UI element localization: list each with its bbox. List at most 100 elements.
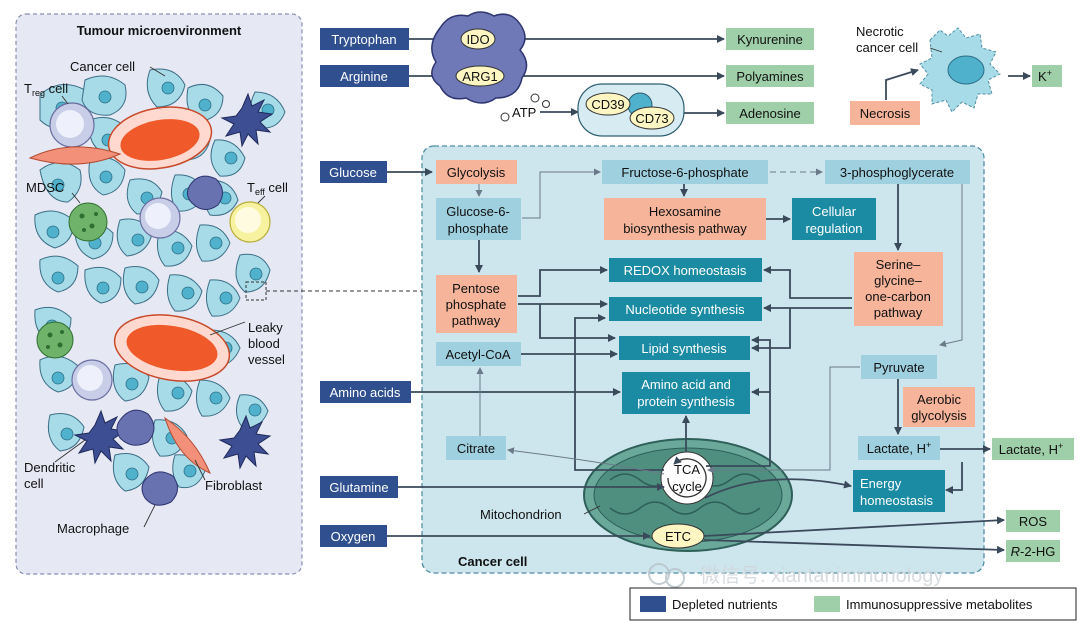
ppp-label-3: pathway bbox=[452, 313, 501, 328]
adenosine-box bbox=[726, 102, 814, 124]
label-mdsc: MDSC bbox=[26, 180, 64, 195]
light-teal-boxes: Glucose-6- phosphate Fructose-6-phosphat… bbox=[436, 160, 970, 460]
glucose-label: Glucose bbox=[329, 165, 377, 180]
cd39-label: CD39 bbox=[591, 97, 624, 112]
necrotic-leader bbox=[929, 47, 943, 53]
teff-cell bbox=[229, 201, 271, 243]
cancer-cell-nuclei bbox=[45, 81, 275, 481]
lactate-in-box bbox=[858, 436, 940, 460]
hexosamine-label-2: biosynthesis pathway bbox=[623, 221, 747, 236]
fibroblasts bbox=[28, 146, 211, 474]
k-label: K+ bbox=[1038, 68, 1052, 84]
etc-label: ETC bbox=[665, 529, 691, 544]
redox-label: REDOX homeostasis bbox=[624, 263, 747, 278]
legend: Depleted nutrients Immunosuppressive met… bbox=[629, 587, 1077, 621]
glutamine-label: Glutamine bbox=[329, 480, 388, 495]
kynurenine-label: Kynurenine bbox=[737, 32, 803, 47]
mito-leader bbox=[583, 505, 601, 515]
acetyl-coa-label: Acetyl-CoA bbox=[445, 347, 510, 362]
salmon-boxes: Necrosis Glycolysis Hexosamine biosynthe… bbox=[436, 101, 975, 427]
mitochondrion-label: Mitochondrion bbox=[480, 507, 562, 522]
leaky-blood-vessel-top bbox=[107, 106, 213, 170]
lactate-out-box bbox=[992, 438, 1074, 460]
hexosamine-box bbox=[604, 198, 766, 240]
tme-leader-lines bbox=[54, 66, 266, 528]
f6p-label: Fructose-6-phosphate bbox=[621, 165, 748, 180]
aerobic-label-2: glycolysis bbox=[911, 408, 967, 423]
atp-label: ATP bbox=[512, 105, 536, 120]
cellular-regulation-label-2: regulation bbox=[805, 221, 862, 236]
label-treg-cell: Treg cell bbox=[24, 81, 68, 98]
citrate-box bbox=[446, 436, 506, 460]
mdsc-cell bbox=[36, 202, 108, 359]
aa-protein-label-1: Amino acid and bbox=[641, 377, 731, 392]
necrotic-label-2: cancer cell bbox=[856, 40, 918, 55]
label-teff-cell: Teff cell bbox=[247, 180, 288, 197]
arg1-label: ARG1 bbox=[462, 69, 497, 84]
ppp-label-1: Pentose bbox=[452, 281, 500, 296]
cd73-node bbox=[629, 106, 675, 130]
cancer-cell-region-label: Cancer cell bbox=[458, 554, 527, 569]
ppp-label-2: phosphate bbox=[446, 297, 507, 312]
glucose-box bbox=[320, 161, 387, 183]
acetyl-coa-box bbox=[436, 342, 521, 366]
lactate-out-label: Lactate, H+ bbox=[999, 441, 1064, 457]
legend-immuno-label: Immunosuppressive metabolites bbox=[846, 597, 1033, 612]
aerobic-box bbox=[903, 387, 975, 427]
zoom-box bbox=[245, 281, 267, 301]
ido-node bbox=[460, 28, 496, 50]
legend-depleted-label: Depleted nutrients bbox=[672, 597, 778, 612]
pyruvate-box bbox=[861, 355, 937, 379]
r2hg-label: R-2-HG bbox=[1011, 544, 1056, 559]
ros-box bbox=[1006, 510, 1060, 532]
label-dendritic-2: cell bbox=[24, 476, 44, 491]
amino-acids-box bbox=[320, 381, 411, 403]
tryptophan-box bbox=[320, 28, 409, 50]
macrophages bbox=[116, 175, 223, 506]
arg1-node bbox=[455, 65, 505, 87]
treg-cell bbox=[49, 102, 95, 148]
lipid-label: Lipid synthesis bbox=[641, 341, 727, 356]
label-fibroblast: Fibroblast bbox=[205, 478, 262, 493]
aa-protein-box bbox=[622, 372, 750, 414]
label-cancer-cell: Cancer cell bbox=[70, 59, 135, 74]
arrows bbox=[387, 35, 1031, 554]
tca-cycle-node bbox=[660, 451, 714, 505]
energy-box bbox=[853, 470, 945, 512]
energy-label-2: homeostasis bbox=[860, 493, 933, 508]
tme-title: Tumour microenvironment bbox=[77, 23, 242, 38]
arginine-box bbox=[320, 65, 409, 87]
adenosine-label: Adenosine bbox=[739, 106, 800, 121]
glycolysis-label: Glycolysis bbox=[447, 165, 506, 180]
nucleotide-label: Nucleotide synthesis bbox=[625, 302, 745, 317]
pg3-box bbox=[825, 160, 970, 184]
hexosamine-label-1: Hexosamine bbox=[649, 204, 721, 219]
necrotic-label-1: Necrotic bbox=[856, 24, 904, 39]
lactate-in-label: Lactate, H+ bbox=[867, 440, 932, 456]
dark-teal-boxes: Cellular regulation REDOX homeostasis Nu… bbox=[609, 198, 945, 512]
necrotic-nucleus bbox=[947, 55, 985, 85]
label-dendritic-1: Dendritic bbox=[24, 460, 76, 475]
amino-acids-label: Amino acids bbox=[330, 385, 401, 400]
output-boxes: Kynurenine Polyamines Adenosine K+ Lacta… bbox=[726, 28, 1074, 562]
ros-label: ROS bbox=[1019, 514, 1048, 529]
oxygen-box bbox=[320, 525, 387, 547]
legend-swatch-immuno bbox=[814, 596, 840, 612]
legend-frame bbox=[629, 587, 1077, 621]
serine-label-1: Serine– bbox=[876, 257, 922, 272]
watermark-text: 微信号: xiantanimmunology bbox=[700, 564, 943, 587]
label-leaky-1: Leaky bbox=[248, 320, 283, 335]
ido-label: IDO bbox=[466, 32, 489, 47]
tca-label-2: cycle bbox=[672, 479, 702, 494]
pyruvate-label: Pyruvate bbox=[873, 360, 924, 375]
label-leaky-2: blood bbox=[248, 336, 280, 351]
label-leaky-3: vessel bbox=[248, 352, 285, 367]
tme-panel: Tumour microenvironment bbox=[15, 13, 303, 575]
energy-label-1: Energy bbox=[860, 476, 902, 491]
watermark: 微信号: xiantanimmunology bbox=[648, 563, 943, 588]
g6p-label-1: Glucose-6- bbox=[446, 204, 510, 219]
label-macrophage: Macrophage bbox=[57, 521, 129, 536]
ido-arg1-cell bbox=[431, 11, 528, 104]
nucleotide-box bbox=[609, 297, 762, 321]
